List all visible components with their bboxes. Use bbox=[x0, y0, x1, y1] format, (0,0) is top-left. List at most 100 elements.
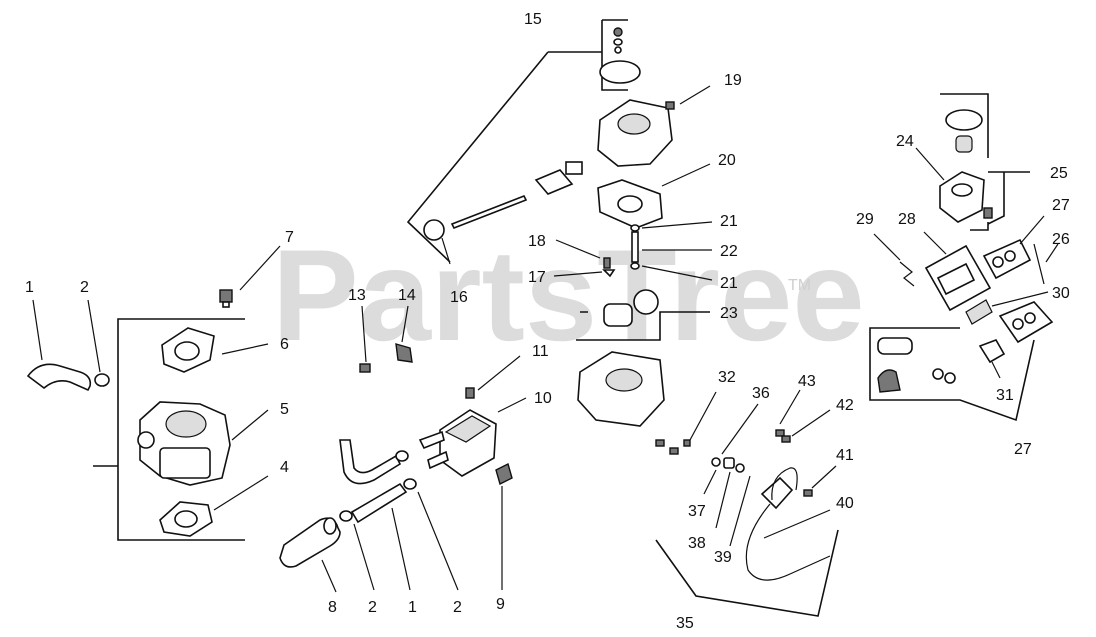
right-kit-group: 24 25 29 28 27 26 30 31 27 bbox=[856, 93, 1070, 458]
solenoid-part-23 bbox=[603, 303, 633, 327]
throttle-shaft bbox=[450, 194, 528, 230]
part-label-39: 39 bbox=[714, 549, 732, 566]
part-label-13: 13 bbox=[348, 287, 366, 304]
fuel-pump-nipple-upper bbox=[418, 430, 445, 450]
washer-part-27-b bbox=[944, 372, 956, 384]
bracket-27 bbox=[982, 238, 1032, 280]
part-label-2: 2 bbox=[80, 279, 89, 296]
air-filter-part-16 bbox=[423, 219, 445, 241]
leader-17 bbox=[553, 271, 603, 277]
screw-part-32-c bbox=[683, 439, 691, 447]
kit-screw bbox=[613, 27, 623, 37]
gasket-part-6-hole bbox=[174, 341, 200, 361]
part-label-4: 4 bbox=[280, 459, 289, 476]
clamp-part-2 bbox=[94, 373, 110, 387]
part-label-6: 6 bbox=[280, 336, 289, 353]
part-label-40: 40 bbox=[836, 495, 854, 512]
leader-4 bbox=[213, 475, 269, 511]
part-label-18: 18 bbox=[528, 233, 546, 250]
leader-10 bbox=[497, 397, 527, 413]
part-label-26: 26 bbox=[1052, 231, 1070, 248]
screw-part-7 bbox=[219, 289, 233, 303]
part-label-37: 37 bbox=[688, 503, 706, 520]
part-label-31: 31 bbox=[996, 387, 1014, 404]
leader-2c bbox=[417, 491, 459, 591]
part-label-43: 43 bbox=[798, 373, 816, 390]
choke-group: 36 43 42 41 40 37 38 39 35 bbox=[655, 373, 854, 632]
screw-part-7-shank bbox=[222, 301, 230, 308]
leader-11 bbox=[477, 355, 521, 391]
part-label-2-lower-b: 2 bbox=[453, 599, 462, 616]
kit-diaphragm bbox=[599, 60, 641, 84]
bracket-15 bbox=[406, 19, 628, 263]
solenoid-plug bbox=[633, 289, 659, 315]
leader-6 bbox=[221, 343, 269, 355]
part-label-21-upper: 21 bbox=[720, 213, 738, 230]
leader-19 bbox=[679, 85, 711, 105]
kit-washer bbox=[613, 38, 623, 46]
choke-lever-part-40 bbox=[760, 476, 794, 510]
throttle-plate bbox=[534, 169, 574, 195]
part-label-17: 17 bbox=[528, 269, 546, 286]
leader-2b bbox=[353, 523, 375, 591]
kit-spring bbox=[614, 46, 622, 54]
part-label-5: 5 bbox=[280, 401, 289, 418]
carburetor-lower-bowl bbox=[605, 368, 643, 392]
fitting-part-9 bbox=[495, 462, 513, 486]
clip-part-17 bbox=[602, 269, 616, 278]
screw-part-41 bbox=[803, 489, 813, 497]
clamp-part-2-lower bbox=[339, 510, 353, 522]
part-label-29: 29 bbox=[856, 211, 874, 228]
leader-1a bbox=[32, 299, 43, 361]
part-label-27-lower: 27 bbox=[1014, 441, 1032, 458]
carburetor-throat bbox=[165, 410, 207, 438]
choke-cable bbox=[745, 503, 831, 581]
clip-part-14 bbox=[395, 343, 413, 363]
part-label-19: 19 bbox=[724, 72, 742, 89]
part-label-20: 20 bbox=[718, 152, 736, 169]
part-label-11: 11 bbox=[532, 343, 549, 360]
lever-part-28 bbox=[936, 262, 976, 296]
screw-part-32-b bbox=[669, 447, 679, 455]
part-label-1: 1 bbox=[25, 279, 34, 296]
housing-part-24 bbox=[939, 171, 985, 223]
part-label-38: 38 bbox=[688, 535, 706, 552]
part-label-16: 16 bbox=[450, 289, 468, 306]
leader-26 bbox=[1045, 243, 1059, 263]
bushing-part-27-a bbox=[992, 256, 1004, 268]
fuel-hose-part-1 bbox=[26, 363, 92, 392]
part-label-25: 25 bbox=[1050, 165, 1068, 182]
leader-43 bbox=[779, 389, 801, 425]
spring-part-24 bbox=[955, 135, 973, 153]
part-label-10: 10 bbox=[534, 390, 552, 407]
leader-1b bbox=[391, 507, 411, 591]
carburetor-lever bbox=[137, 431, 155, 449]
fuel-filter-cap bbox=[323, 517, 337, 535]
grommet-part-27 bbox=[877, 369, 901, 393]
nut-part-30-b bbox=[1024, 312, 1036, 324]
leader-40 bbox=[763, 509, 831, 539]
bracket-30 bbox=[998, 301, 1054, 344]
clamp-upper bbox=[395, 450, 409, 462]
leader-5 bbox=[231, 409, 269, 441]
carburetor-bowl bbox=[159, 447, 211, 479]
leader-31 bbox=[991, 361, 1001, 379]
washer-part-27-a bbox=[932, 368, 944, 380]
leader-36 bbox=[721, 403, 759, 455]
spring-part-29 bbox=[899, 261, 915, 287]
rod-part-26 bbox=[1033, 243, 1045, 285]
part-label-27-upper: 27 bbox=[1052, 197, 1070, 214]
leader-28 bbox=[923, 231, 947, 255]
leader-21b bbox=[641, 265, 713, 281]
part-label-42: 42 bbox=[836, 397, 854, 414]
fuel-hose-part-1-lower bbox=[350, 482, 408, 524]
part-label-41: 41 bbox=[836, 447, 854, 464]
leader-37 bbox=[703, 469, 717, 495]
fuel-pump-nipple-lower bbox=[427, 450, 449, 470]
gasket-part-4-hole bbox=[174, 510, 198, 528]
bracket-23 bbox=[576, 311, 710, 341]
leader-8 bbox=[321, 559, 337, 593]
leader-20 bbox=[661, 163, 711, 187]
leader-2a bbox=[87, 299, 101, 373]
